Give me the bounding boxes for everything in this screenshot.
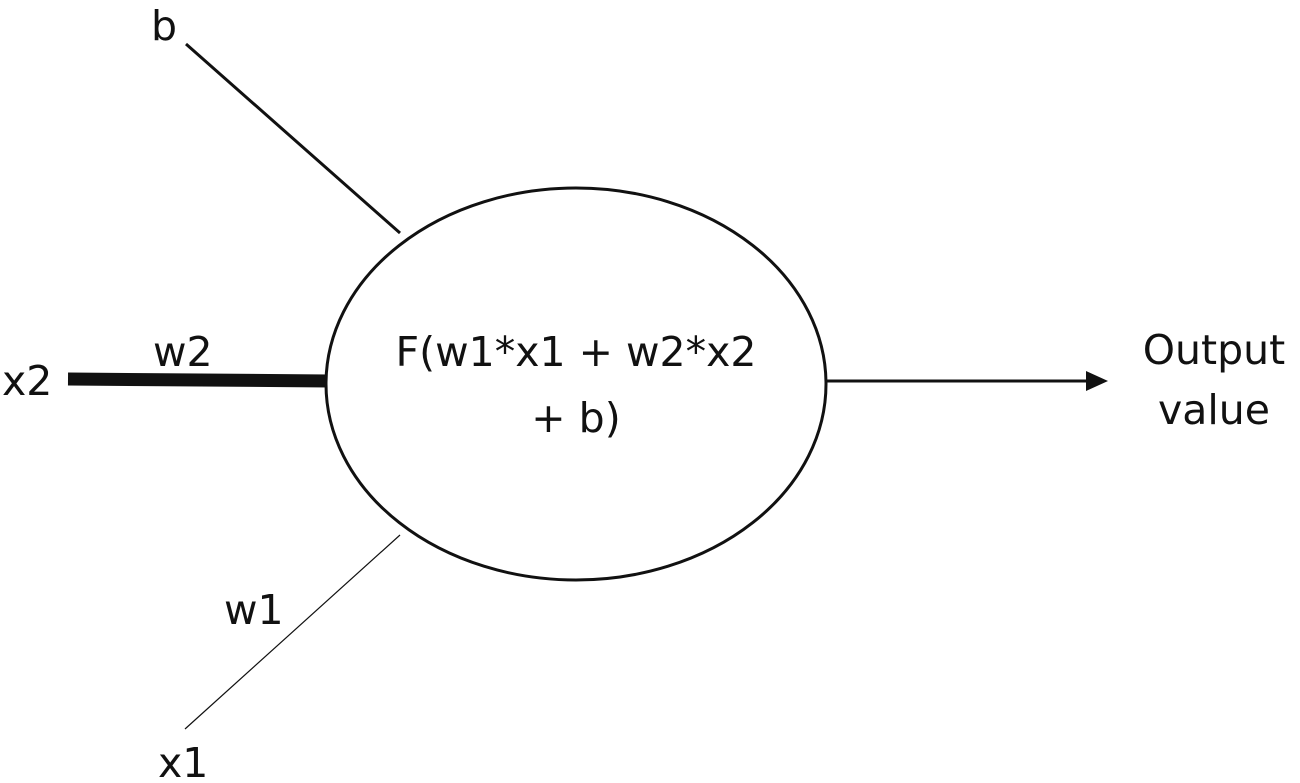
output-label-line-1: Output — [1143, 326, 1285, 374]
output-arrowhead-icon — [1086, 371, 1108, 391]
bias-label: b — [151, 2, 177, 50]
x1-label: x1 — [158, 739, 208, 783]
output-label-line-2: value — [1158, 386, 1270, 434]
x2-connection — [67, 372, 331, 388]
w1-label: w1 — [224, 586, 284, 634]
w2-label: w2 — [153, 328, 213, 376]
formula-line-2: + b) — [531, 394, 620, 442]
x1-connection — [184, 534, 401, 730]
neuron-node — [324, 186, 828, 582]
formula-line-1: F(w1*x1 + w2*x2 — [396, 328, 757, 376]
x2-label: x2 — [2, 357, 52, 405]
bias-connection — [185, 42, 401, 235]
